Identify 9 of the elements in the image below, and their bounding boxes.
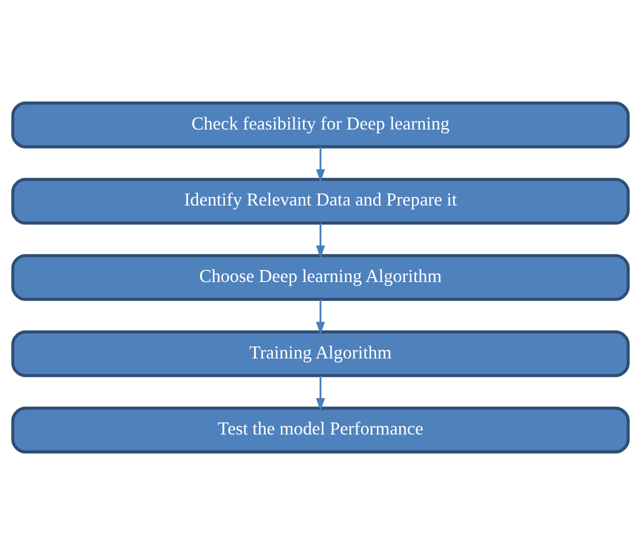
node-box: Test the model Performance: [11, 406, 630, 454]
node-box: Check feasibility for Deep learning: [11, 102, 630, 148]
arrow: [316, 223, 325, 258]
node-box: Choose Deep learning Algorithm: [11, 254, 630, 301]
node-box: Identify Relevant Data and Prepare it: [11, 178, 630, 225]
node-box: Training Algorithm: [11, 330, 630, 378]
arrow: [316, 376, 325, 411]
arrow: [316, 300, 325, 335]
arrow: [316, 147, 325, 182]
